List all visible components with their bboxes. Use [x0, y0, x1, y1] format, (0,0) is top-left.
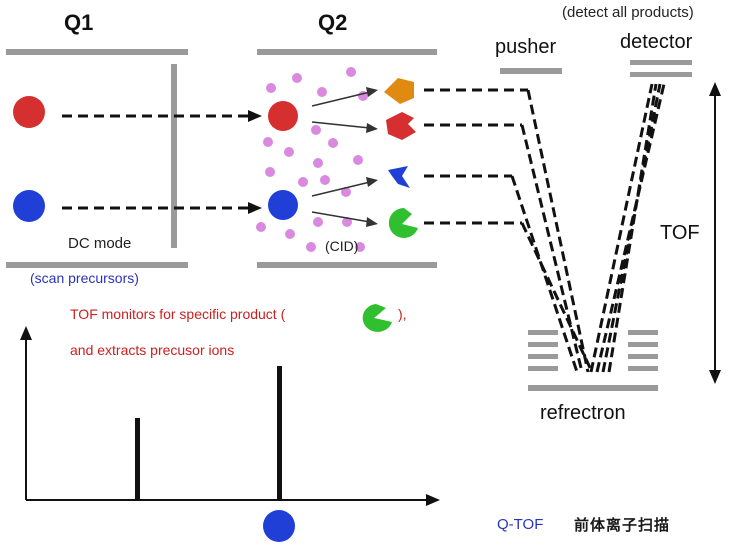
detector-plate-2 [630, 72, 692, 77]
tof-length-arrow [709, 82, 721, 384]
tof-note-line2: and extracts precusor ions [70, 342, 235, 358]
red-precursor-ion [13, 96, 45, 128]
q1-bottom-rod [6, 262, 188, 268]
scan-precursors-label: (scan precursors) [30, 270, 139, 286]
q1-label: Q1 [64, 10, 94, 35]
q1-top-rod [6, 49, 188, 55]
detector-label: detector [620, 31, 693, 53]
red-beam-arrowhead [248, 110, 262, 122]
blue-precursor-marker [263, 510, 295, 542]
spectrum-axes [20, 326, 440, 506]
beams-to-pusher [424, 88, 528, 225]
spectrum-peak-large [277, 366, 282, 500]
q2-top-rod [257, 49, 437, 55]
pusher-plate [500, 68, 562, 74]
spectrum-peak-small [135, 418, 140, 500]
red-product-fragment [386, 112, 416, 140]
detector-plate-1 [630, 60, 692, 65]
blue-precursor-ion [13, 190, 45, 222]
fragmentation-arrows [311, 87, 378, 227]
refrectron-label: refrectron [540, 402, 626, 424]
green-fragment-icon [362, 304, 392, 332]
tof-note-line1-end: ), [398, 306, 407, 322]
tof-flight-paths [510, 83, 666, 373]
qtof-label: Q-TOF [497, 516, 544, 533]
blue-ion-q2 [268, 190, 298, 220]
refrectron-plates [528, 330, 658, 391]
q2-label: Q2 [318, 10, 348, 35]
q1-separator [171, 64, 177, 248]
tof-label: TOF [660, 222, 700, 244]
q2-bottom-rod [257, 262, 437, 268]
chinese-caption: 前体离子扫描 [574, 516, 671, 534]
dc-mode-label: DC mode [68, 235, 132, 252]
blue-product-fragment [388, 166, 410, 188]
detect-all-label: (detect all products) [562, 4, 694, 21]
blue-beam-arrowhead [248, 202, 262, 214]
orange-product-fragment [384, 78, 414, 104]
pusher-label: pusher [495, 36, 557, 58]
cid-gas-molecules [256, 67, 368, 252]
cid-label: (CID) [325, 238, 359, 254]
tof-note-line1-start: TOF monitors for specific product ( [70, 306, 286, 322]
green-product-fragment [388, 207, 418, 238]
red-ion-q2 [268, 101, 298, 131]
